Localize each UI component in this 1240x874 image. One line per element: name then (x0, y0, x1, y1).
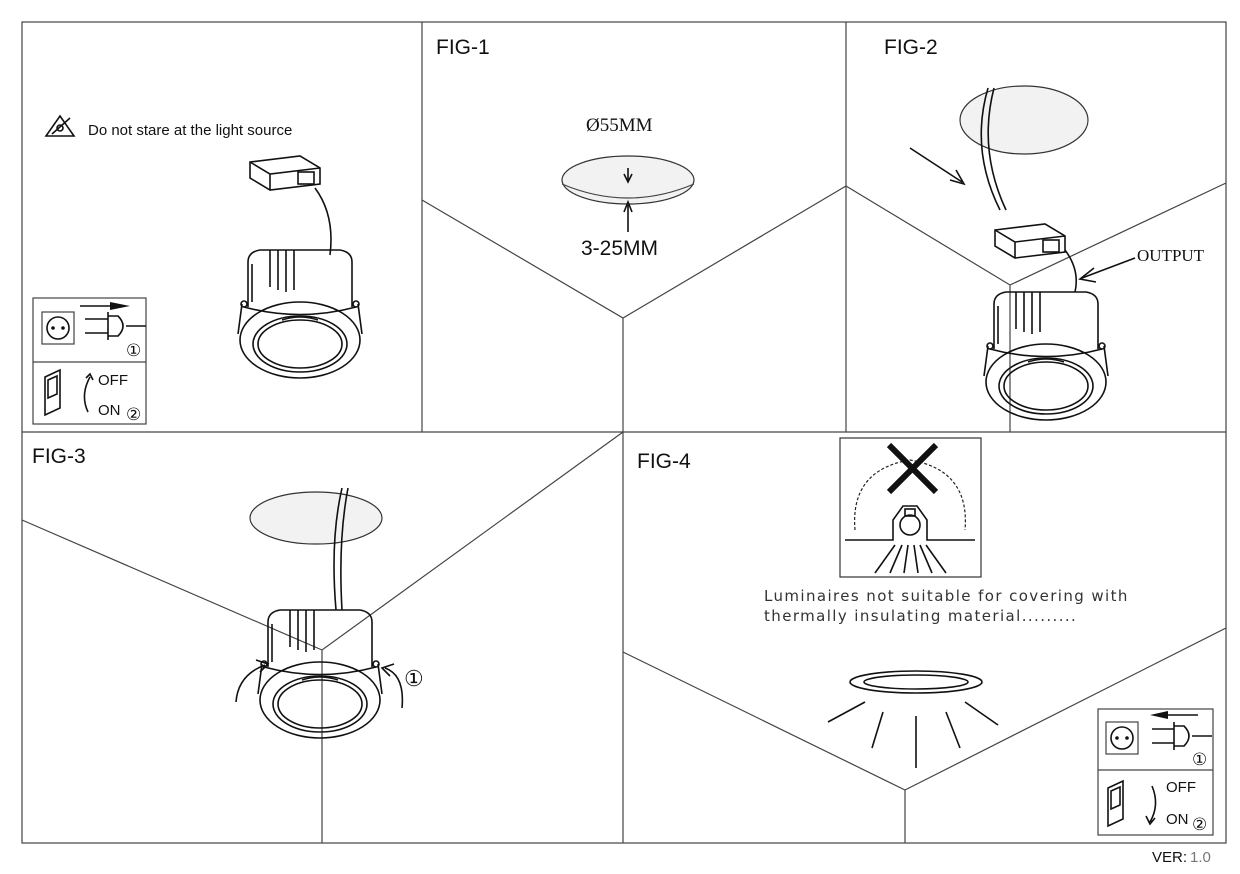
downlight-drawing (237, 249, 363, 379)
power-instruction-box: ① OFF ON ② (32, 297, 147, 425)
driver-box-drawing (249, 155, 321, 191)
stare-warning-text: Do not stare at the light source (88, 122, 292, 139)
socket-icon (46, 316, 70, 340)
socket-icon (1110, 726, 1134, 750)
ceiling-hole-drawing (959, 85, 1089, 211)
downlight-trim-drawing (827, 670, 999, 768)
cable (314, 187, 332, 256)
thickness-label: 3-25MM (581, 237, 658, 260)
step2-marker: ② (1192, 815, 1207, 834)
plug-icon (1152, 722, 1175, 750)
off-label: OFF (1166, 779, 1196, 796)
rotate-left-arrow-icon (235, 659, 270, 703)
driver-box-drawing (994, 223, 1066, 259)
rotate-right-arrow-icon (380, 663, 404, 709)
insulation-warning-line1: Luminaires not suitable for covering wit… (764, 587, 1129, 605)
off-label: OFF (98, 372, 128, 389)
diameter-label: Ø55MM (586, 115, 653, 136)
fig3-label: FIG-3 (32, 445, 86, 468)
power-instruction-box: ① OFF ON ② (1097, 708, 1214, 836)
curved-arrow-icon (1145, 785, 1157, 826)
cable (1064, 249, 1078, 293)
downlight-drawing (257, 609, 383, 739)
arrow-icon (909, 147, 966, 186)
arrow-left-icon (1150, 711, 1168, 719)
fig2-label: FIG-2 (884, 36, 938, 59)
output-label: OUTPUT (1137, 246, 1205, 265)
switch-icon (1107, 779, 1124, 828)
output-arrow-icon (1078, 257, 1136, 283)
switch-icon (44, 368, 61, 417)
on-label: ON (1166, 811, 1189, 828)
fig4-label: FIG-4 (637, 450, 691, 473)
eye-warning-icon (44, 114, 76, 137)
downlight-drawing (983, 291, 1109, 421)
step2-marker: ② (126, 405, 141, 424)
insulation-warning-line2: thermally insulating material......... (764, 607, 1077, 625)
ceiling-hole-drawing (561, 155, 695, 232)
plug-icon (85, 312, 109, 340)
step1-marker: ① (1192, 750, 1207, 769)
version-label: VER: (1152, 849, 1187, 866)
fig1-label: FIG-1 (436, 36, 490, 59)
ceiling-hole-drawing (249, 487, 383, 611)
version-value: 1.0 (1190, 849, 1211, 866)
step1-marker: ① (126, 341, 141, 360)
no-insulation-icon (839, 437, 982, 578)
arrow-right-icon (110, 302, 130, 310)
curved-arrow-icon (83, 372, 94, 413)
step1-marker: ① (404, 666, 424, 691)
frame-lines (21, 21, 1227, 844)
on-label: ON (98, 402, 121, 419)
